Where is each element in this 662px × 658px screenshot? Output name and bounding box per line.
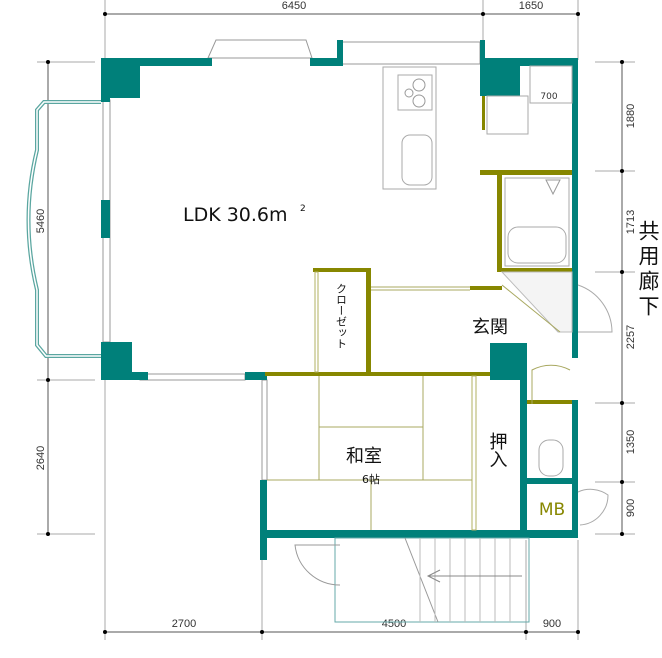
top-bay-window [207,39,313,59]
kitchen-counter [382,66,437,190]
corridor-label: 共用廊下 [636,220,660,320]
ldk-area-superscript: 2 [300,204,306,214]
dim-right-5: 900 [625,499,637,517]
left-dimension: 5460 2640 [35,60,95,536]
dim-left-2: 2640 [35,446,47,470]
dim-bottom-2: 4500 [382,618,406,630]
toilet-door[interactable] [531,364,571,404]
washer-label: 700 [540,92,557,102]
washitsu-window [261,379,268,481]
dim-right-4: 1350 [625,430,637,454]
dim-left-1: 5460 [35,209,47,233]
mb-label: MB [539,500,565,520]
exterior-walls [101,40,578,560]
mb-door[interactable] [577,488,609,526]
toilet-icon [538,439,564,477]
staircase [294,537,530,623]
dim-bottom-1: 2700 [172,618,196,630]
dim-right-2: 1713 [625,210,637,234]
tatami-lines [267,375,477,531]
bottom-dimension: 2700 4500 900 [103,380,580,640]
interior-walls [265,96,572,404]
sink-icon [401,134,433,186]
closet-label: クローゼット [335,283,348,349]
dim-bottom-3: 900 [543,618,561,630]
washitsu-size: 6帖 [362,473,380,486]
ldk-label: LDK 30.6m [183,204,288,226]
dim-right-3: 2257 [625,325,637,349]
bathtub-icon [507,226,567,264]
dim-top-1: 6450 [282,0,306,12]
dim-right-1: 1880 [625,104,637,128]
washer-space [529,65,573,104]
oshiire-label: 押入 [487,432,508,468]
entrance-label: 玄関 [472,317,508,338]
bottom-window [139,373,246,381]
dim-top-2: 1650 [519,0,543,12]
top-window [341,41,481,65]
entrance-door[interactable] [577,284,613,333]
top-dimension: 6450 1650 [103,0,580,60]
washitsu-label: 和室 [346,446,382,467]
entrance-floor [500,271,573,333]
right-dimension: 1880 1713 2257 1350 900 [595,60,637,536]
vanity [486,95,529,135]
